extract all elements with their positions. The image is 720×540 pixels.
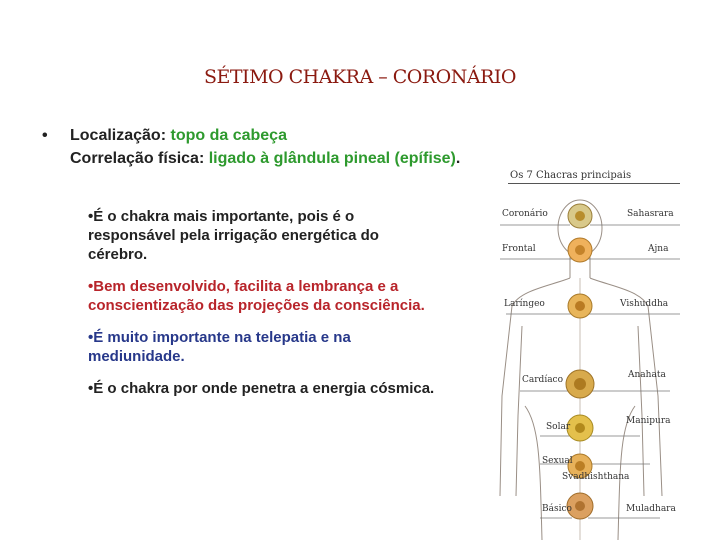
chakra-diagram: Os 7 Chacras principais <box>480 166 690 540</box>
correlation-value: ligado à glândula pineal (epífise) <box>208 150 456 167</box>
diagram-title-rule <box>508 183 680 184</box>
label-laringeo: Laríngeo <box>504 299 545 309</box>
label-sexual: Sexual <box>542 456 573 466</box>
label-muladhara: Muladhara <box>626 504 676 514</box>
label-basico: Básico <box>542 504 572 514</box>
label-vishuddha: Vishuddha <box>620 299 669 309</box>
label-coronario: Coronário <box>502 209 548 219</box>
sub-point-cosmic-energy: •É o chakra por onde penetra a energia c… <box>88 380 435 397</box>
label-manipura: Manipura <box>626 416 671 426</box>
diagram-title: Os 7 Chacras principais <box>510 170 632 181</box>
page-title: SÉTIMO CHAKRA – CORONÁRIO <box>204 66 517 88</box>
location-value: topo da cabeça <box>170 127 287 144</box>
sub-points: •É o chakra mais importante, pois é o re… <box>88 207 438 411</box>
label-sahasrara: Sahasrara <box>627 209 674 219</box>
main-bullets: • Localização: topo da cabeça Correlação … <box>42 124 460 170</box>
location-label: Localização: <box>70 127 171 144</box>
label-cardiaco: Cardíaco <box>522 375 564 385</box>
label-solar: Solar <box>546 422 571 432</box>
location-row: • Localização: topo da cabeça <box>42 124 460 147</box>
correlation-label: Correlação física: <box>70 150 209 167</box>
body-outline-illustration <box>499 199 680 540</box>
correlation-end: . <box>455 150 461 167</box>
correlation-row: Correlação física: ligado à glândula pin… <box>42 147 460 170</box>
sub-point-memory: •Bem desenvolvido, facilita a lembrança … <box>88 278 425 314</box>
sub-point-importance: •É o chakra mais importante, pois é o re… <box>88 208 379 263</box>
label-frontal: Frontal <box>502 244 536 254</box>
label-anahata: Anahata <box>628 370 666 380</box>
sub-point-telepathy: •É muito importante na telepatia e na me… <box>88 329 351 365</box>
label-svadhishthana: Svadhishthana <box>562 472 630 482</box>
label-ajna: Ajna <box>648 244 669 254</box>
bullet-dot: • <box>42 127 48 144</box>
